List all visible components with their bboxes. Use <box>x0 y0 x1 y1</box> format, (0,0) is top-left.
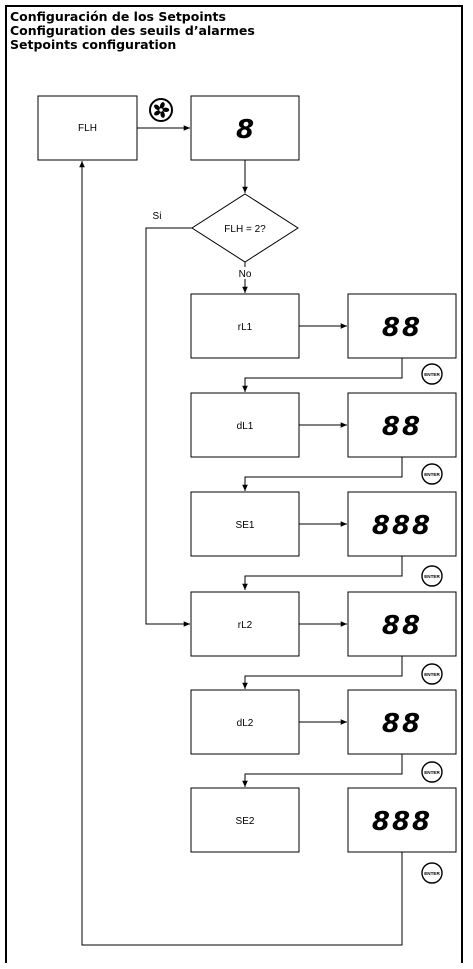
svg-text:ENTER: ENTER <box>424 871 440 876</box>
display-box-dl1 <box>347 392 457 458</box>
param-box-dl2 <box>190 689 300 755</box>
param-box-se1 <box>190 491 300 557</box>
arrow-loop-to-flh <box>79 161 403 946</box>
display-box-dl2 <box>347 689 457 755</box>
param-box-rl2 <box>190 591 300 657</box>
display-value-rl1: 88 <box>382 313 422 343</box>
enter-key-icon: ENTER <box>421 363 443 385</box>
title-french: Configuration des seuils d’alarmes <box>10 23 255 38</box>
param-label-se2: SE2 <box>236 816 255 827</box>
svg-text:ENTER: ENTER <box>424 770 440 775</box>
arrow-yes-branch <box>145 227 192 627</box>
display-box-rl1 <box>347 293 457 359</box>
flh-display-value: 8 <box>236 115 254 145</box>
title-english: Setpoints configuration <box>10 37 177 52</box>
figure-frame <box>5 5 463 963</box>
arrow-se1-to-rl2 <box>242 556 403 590</box>
flh-label: FLH <box>78 123 97 134</box>
no-branch-label: No <box>239 269 252 280</box>
param-label-dl1: dL1 <box>237 421 254 432</box>
param-label-rl2: rL2 <box>238 620 253 631</box>
param-label-dl2: dL2 <box>237 718 254 729</box>
display-box-se2 <box>347 787 457 853</box>
fan-symbol-icon <box>149 98 173 122</box>
svg-text:ENTER: ENTER <box>424 472 440 477</box>
arrow-rl1-to-dl1 <box>242 358 403 392</box>
enter-key-icon: ENTER <box>421 565 443 587</box>
param-box-se2 <box>190 787 300 853</box>
svg-text:ENTER: ENTER <box>424 672 440 677</box>
display-value-dl1: 88 <box>382 412 422 442</box>
yes-branch-label: Si <box>153 211 162 222</box>
enter-key-icon: ENTER <box>421 663 443 685</box>
flh-display-box <box>190 95 300 161</box>
arrow-dl1-to-se1 <box>242 457 403 491</box>
arrow-rl2-to-dl2 <box>242 656 403 689</box>
arrow-dl2-to-se2 <box>242 754 403 787</box>
svg-text:ENTER: ENTER <box>424 372 440 377</box>
no-label-bg <box>236 267 256 279</box>
enter-key-icon: ENTER <box>421 463 443 485</box>
param-box-dl1 <box>190 392 300 458</box>
decision-label: FLH = 2? <box>224 224 266 235</box>
display-value-se1: 888 <box>372 511 432 541</box>
svg-text:ENTER: ENTER <box>424 574 440 579</box>
param-label-se1: SE1 <box>236 520 255 531</box>
flh-box <box>37 95 138 161</box>
display-box-se1 <box>347 491 457 557</box>
title-spanish: Configuración de los Setpoints <box>10 9 226 24</box>
param-label-rl1: rL1 <box>238 322 253 333</box>
display-value-rl2: 88 <box>382 611 422 641</box>
enter-key-icon: ENTER <box>421 761 443 783</box>
display-value-dl2: 88 <box>382 709 422 739</box>
enter-key-icon: ENTER <box>421 862 443 884</box>
display-box-rl2 <box>347 591 457 657</box>
param-box-rl1 <box>190 293 300 359</box>
display-value-se2: 888 <box>372 807 432 837</box>
